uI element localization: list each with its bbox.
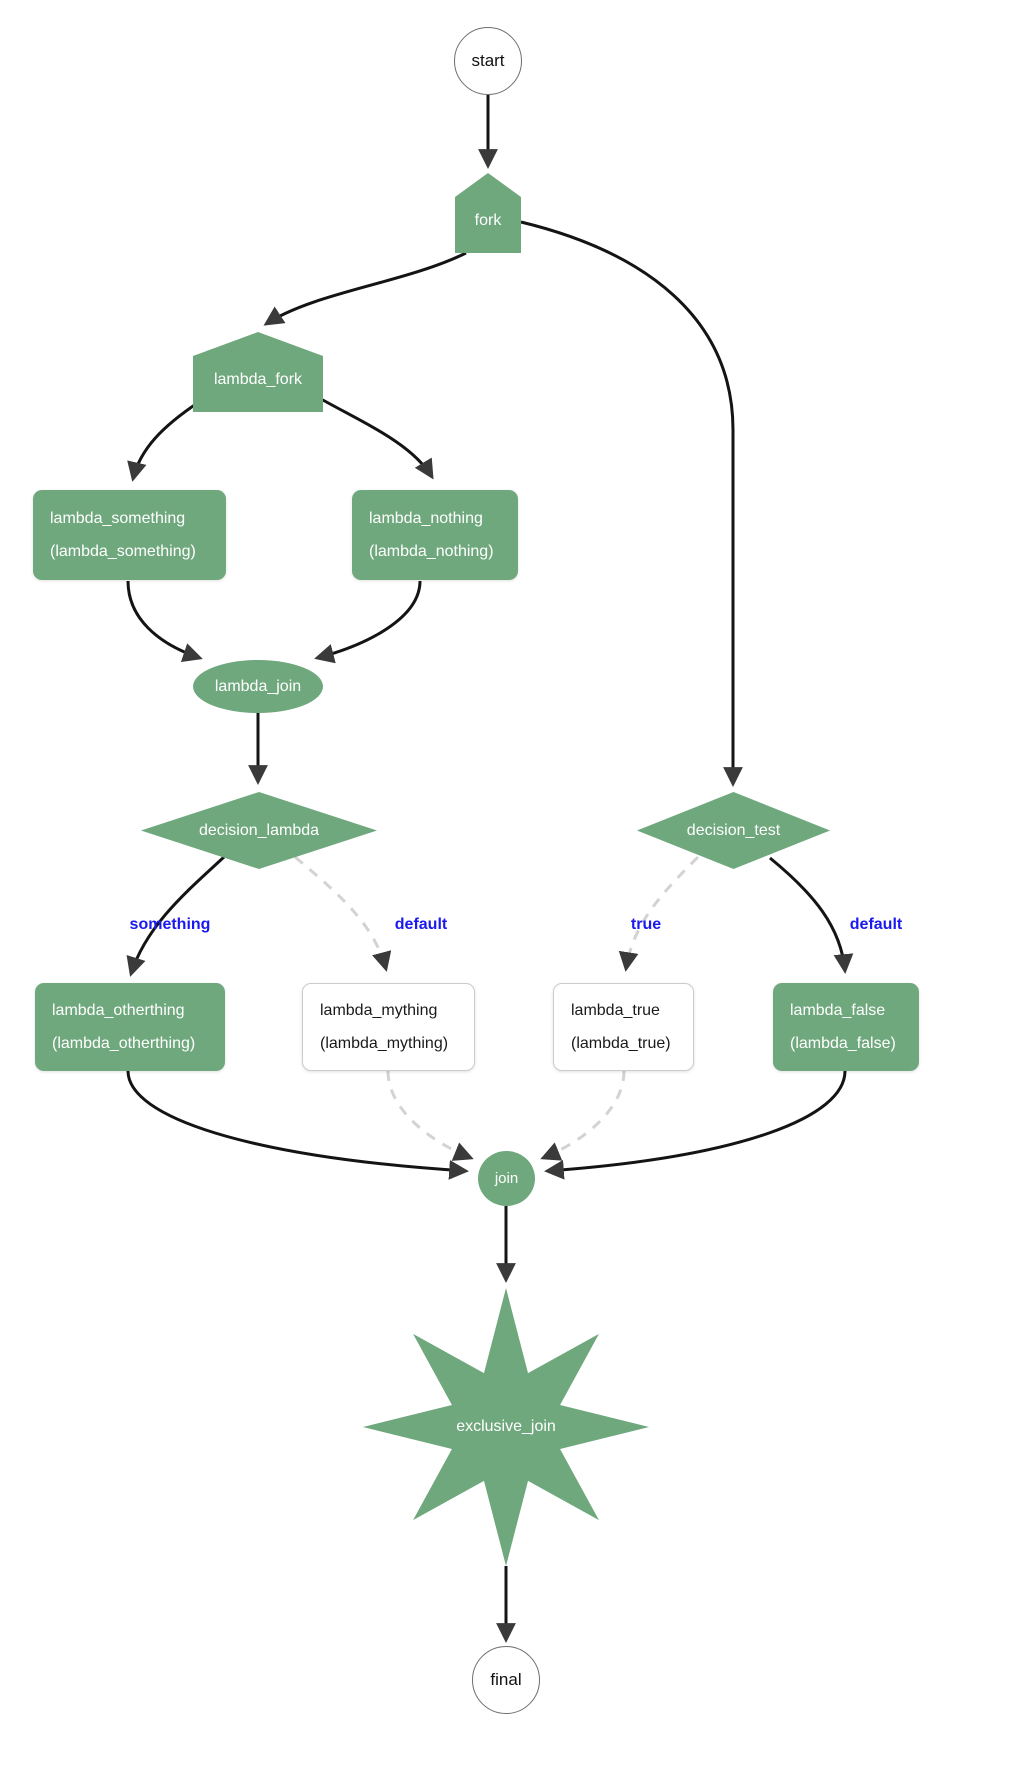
edge-lambda-otherthing-to-join xyxy=(126,1070,469,1180)
node-lambda-nothing[interactable]: lambda_nothing (lambda_nothing) xyxy=(352,490,518,580)
edge-decision-test-to-lambda-false xyxy=(769,856,854,974)
node-fork-label: fork xyxy=(474,212,502,229)
node-subtitle: (lambda_true) xyxy=(571,1034,671,1052)
node-subtitle: (lambda_false) xyxy=(790,1034,896,1052)
node-lambda-join-label: lambda_join xyxy=(214,677,302,695)
edge-label-default-test: default xyxy=(849,916,903,933)
node-lambda-false[interactable]: lambda_false (lambda_false) xyxy=(773,983,919,1071)
node-exclusive-join-label: exclusive_join xyxy=(456,1418,556,1435)
node-title: lambda_false xyxy=(790,1001,886,1019)
edge-lambda-fork-to-lambda-nothing xyxy=(320,397,434,480)
node-lambda-join[interactable]: lambda_join xyxy=(193,660,323,713)
edge-lambda-something-to-lambda-join xyxy=(126,580,203,663)
node-subtitle: (lambda_otherthing) xyxy=(52,1034,196,1052)
node-title: lambda_true xyxy=(571,1001,660,1019)
node-lambda-mything[interactable]: lambda_mything (lambda_mything) xyxy=(302,983,475,1071)
edge-decision-lambda-to-lambda-otherthing xyxy=(126,855,226,977)
node-join-label: join xyxy=(494,1170,519,1187)
node-lambda-fork-label: lambda_fork xyxy=(213,371,303,388)
edge-decision-lambda-to-lambda-mything xyxy=(294,855,392,972)
node-title: lambda_otherthing xyxy=(52,1001,185,1019)
node-start-label: start xyxy=(471,51,505,70)
node-lambda-otherthing[interactable]: lambda_otherthing (lambda_otherthing) xyxy=(35,983,225,1071)
node-subtitle: (lambda_nothing) xyxy=(369,542,494,560)
node-title: lambda_something xyxy=(50,509,186,527)
node-lambda-true[interactable]: lambda_true (lambda_true) xyxy=(553,983,694,1071)
node-subtitle: (lambda_mything) xyxy=(320,1034,449,1052)
node-subtitle: (lambda_something) xyxy=(50,542,196,560)
edge-label-true: true xyxy=(630,916,662,933)
node-title: lambda_mything xyxy=(320,1001,438,1019)
node-title: lambda_nothing xyxy=(369,509,483,527)
node-start[interactable]: start xyxy=(454,27,522,95)
edge-lambda-false-to-join xyxy=(544,1070,847,1180)
node-join[interactable]: join xyxy=(478,1151,535,1206)
node-decision-lambda-label: decision_lambda xyxy=(198,821,320,839)
edge-label-default-lambda: default xyxy=(394,916,448,933)
edge-lambda-nothing-to-lambda-join xyxy=(314,580,422,664)
edge-lambda-mything-to-join xyxy=(386,1070,474,1161)
node-final[interactable]: final xyxy=(472,1646,540,1714)
edge-fork-to-decision-test xyxy=(520,220,743,787)
node-lambda-something[interactable]: lambda_something (lambda_something) xyxy=(33,490,226,580)
edge-lambda-true-to-join xyxy=(540,1070,626,1161)
edge-decision-test-to-lambda-true xyxy=(618,855,700,972)
edge-lambda-fork-to-lambda-something xyxy=(127,400,200,482)
edge-label-something: something xyxy=(129,916,211,933)
edge-fork-to-lambda-fork xyxy=(263,251,467,326)
node-decision-test-label: decision_test xyxy=(686,821,781,839)
node-final-label: final xyxy=(490,1670,522,1689)
